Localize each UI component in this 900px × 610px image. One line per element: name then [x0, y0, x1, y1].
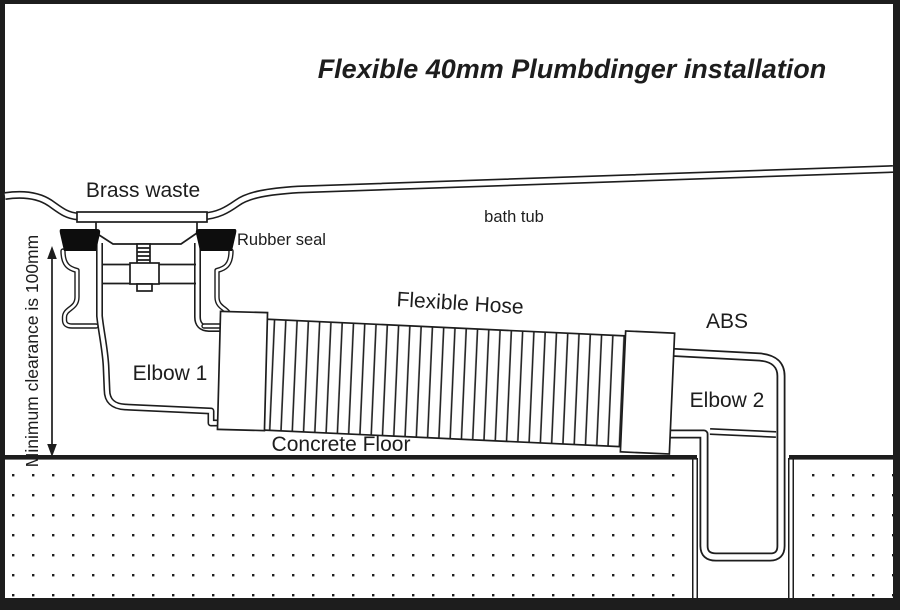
hose-coupling-right — [619, 330, 676, 455]
concrete-surface-right — [789, 455, 893, 460]
elbow2-socket-edge — [709, 428, 777, 438]
hose-top-edge — [239, 317, 651, 338]
min-clearance-label: Minimum clearance is 100mm — [22, 235, 42, 467]
brass-waste-assembly — [59, 211, 237, 329]
waste-nut — [129, 262, 160, 285]
abs-label: ABS — [706, 310, 748, 333]
concrete-right-block — [796, 461, 893, 598]
waste-bowl — [95, 220, 198, 245]
waste-flange-plate — [76, 211, 208, 223]
elbow1-label: Elbow 1 — [133, 362, 208, 385]
flexible-hose — [216, 310, 676, 455]
hose-corrugation — [240, 318, 650, 448]
clearance-arrow — [47, 246, 57, 457]
rubber-seal-left — [59, 229, 101, 251]
waste-thread — [136, 243, 151, 266]
bathtub-outline — [4, 165, 894, 221]
concrete-floor — [5, 455, 893, 598]
concrete-surface-left — [5, 455, 697, 460]
waste-housing-left — [60, 248, 99, 329]
concrete-floor-label: Concrete Floor — [272, 433, 411, 456]
concrete-left-block — [5, 461, 691, 598]
waste-nut-tab — [136, 283, 153, 292]
diagram-title: Flexible 40mm Plumbdinger installation — [318, 54, 827, 84]
rubber-seal-label: Rubber seal — [237, 231, 326, 249]
rubber-seal-right — [195, 229, 237, 251]
elbow2-outline — [665, 347, 786, 562]
hose-coupling-left — [216, 310, 269, 432]
bath-tub-label: bath tub — [484, 208, 544, 226]
hose-bottom-edge — [239, 428, 651, 449]
brass-waste-label: Brass waste — [86, 179, 200, 202]
elbow2-label: Elbow 2 — [690, 389, 765, 412]
